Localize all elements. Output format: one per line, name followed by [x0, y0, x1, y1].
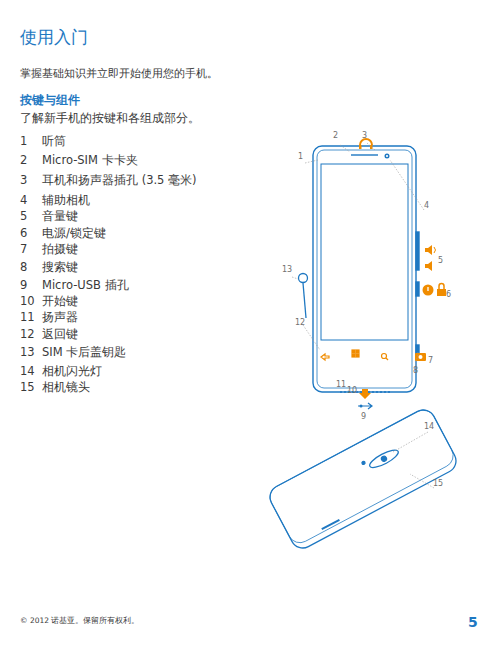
callout-number: 10 [347, 386, 357, 396]
callout-number: 7 [428, 356, 433, 366]
callout-number: 14 [424, 422, 434, 432]
list-number: 8 [20, 261, 27, 275]
list-item: Micro-SIM 卡卡夹 [42, 154, 138, 168]
section-intro: 了解新手机的按键和各组成部分。 [20, 112, 200, 126]
callout-number: 5 [438, 256, 443, 266]
list-number: 1 [20, 135, 27, 149]
page-title: 使用入门 [20, 27, 88, 47]
list-number: 9 [20, 279, 27, 293]
callout-number: 9 [361, 412, 366, 422]
callout-number: 8 [413, 366, 418, 376]
list-number: 5 [20, 210, 27, 224]
callout-number: 3 [362, 131, 367, 141]
callout-number: 6 [446, 290, 451, 300]
list-item: SIM 卡后盖钥匙 [42, 346, 126, 360]
page-number: 5 [468, 614, 478, 631]
list-number: 13 [20, 346, 35, 360]
list-number: 11 [20, 311, 35, 325]
list-item: 辅助相机 [42, 194, 90, 208]
sim-key [299, 274, 308, 319]
callout-number: 2 [333, 131, 338, 141]
list-number: 4 [20, 194, 27, 208]
list-number: 2 [20, 154, 27, 168]
copyright-footer: © 2012 诺基亚。保留所有权利。 [20, 616, 139, 625]
intro-text: 掌握基础知识并立即开始使用您的手机。 [20, 67, 218, 80]
list-item: 返回键 [42, 328, 78, 342]
list-number: 3 [20, 174, 27, 188]
callout-number: 11 [336, 380, 346, 390]
front-keys [321, 350, 388, 360]
list-item: 音量键 [42, 210, 78, 224]
side-icons [358, 139, 446, 409]
callout-number: 4 [424, 201, 429, 211]
list-item: 听筒 [42, 135, 66, 149]
list-number: 7 [20, 243, 27, 257]
list-item: 开始键 [42, 295, 78, 309]
phone-front [313, 146, 419, 392]
list-item: 耳机和扬声器插孔 (3.5 毫米) [42, 174, 197, 188]
list-item: 电源/锁定键 [42, 227, 106, 241]
list-item: 扬声器 [42, 311, 78, 325]
callout-number: 12 [295, 318, 305, 328]
list-number: 12 [20, 328, 35, 342]
list-item: 相机镜头 [42, 381, 90, 395]
list-number: 6 [20, 227, 27, 241]
list-item: Micro-USB 插孔 [42, 279, 129, 293]
list-number: 15 [20, 381, 35, 395]
phone-back [266, 406, 460, 552]
list-item: 相机闪光灯 [42, 365, 102, 379]
list-number: 10 [20, 295, 35, 309]
leader-lines [292, 143, 434, 488]
list-item: 拍摄键 [42, 243, 78, 257]
section-heading: 按键与组件 [20, 94, 80, 108]
list-number: 14 [20, 365, 35, 379]
callout-number: 13 [282, 265, 292, 275]
callout-number: 15 [433, 479, 443, 489]
list-item: 搜索键 [42, 261, 78, 275]
callout-number: 1 [298, 152, 303, 162]
